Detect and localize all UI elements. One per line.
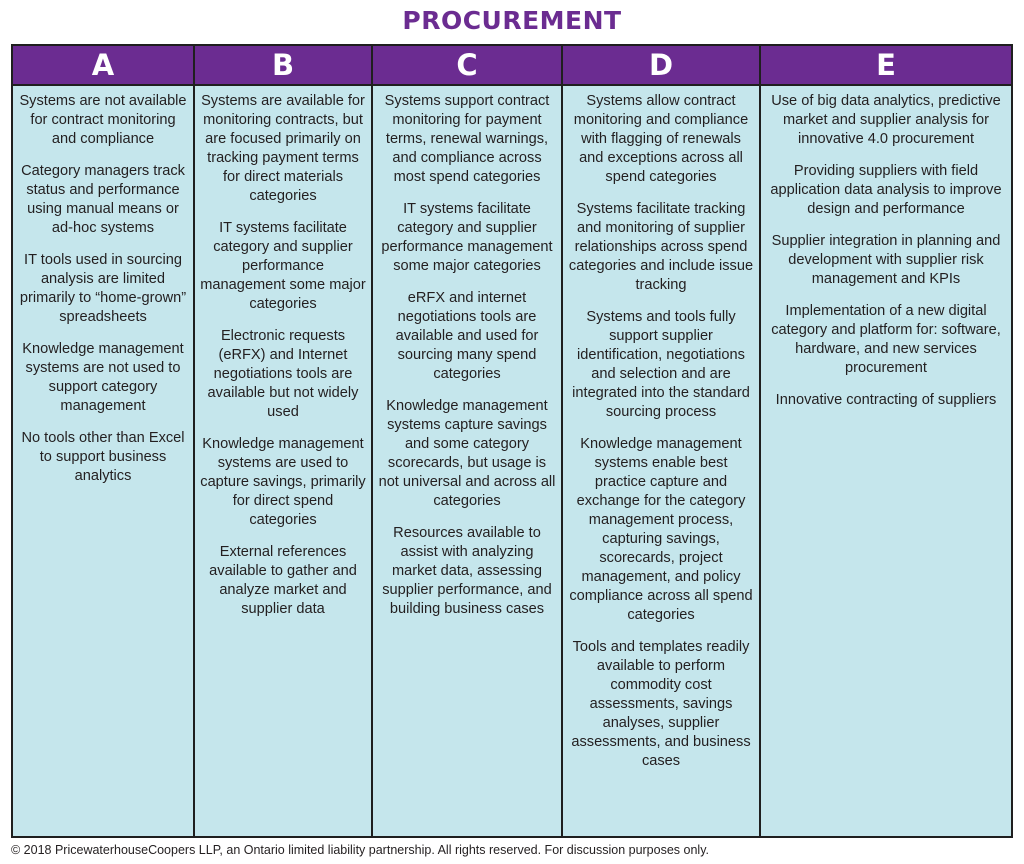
column-body-b: Systems are available for monitoring con… [195, 86, 371, 836]
cell-c-4: Knowledge management systems capture sav… [378, 398, 556, 509]
column-a: A Systems are not available for contract… [13, 46, 195, 836]
cell-a-4: Knowledge management systems are not use… [22, 341, 184, 414]
cell-d-3: Systems and tools fully support supplier… [572, 309, 750, 420]
cell-e-4: Implementation of a new digital category… [771, 303, 1001, 376]
column-body-e: Use of big data analytics, predictive ma… [761, 86, 1011, 836]
column-e: E Use of big data analytics, predictive … [761, 46, 1011, 836]
copyright-footer: © 2018 PricewaterhouseCoopers LLP, an On… [11, 843, 709, 857]
cell-a-2: Category managers track status and perfo… [21, 163, 185, 236]
column-header-d: D [563, 46, 759, 86]
cell-e-3: Supplier integration in planning and dev… [771, 233, 1001, 287]
column-header-c: C [373, 46, 561, 86]
column-body-d: Systems allow contract monitoring and co… [563, 86, 759, 836]
page-title: PROCUREMENT [402, 6, 622, 35]
cell-e-2: Providing suppliers with field applicati… [770, 163, 1002, 217]
column-header-e: E [761, 46, 1011, 86]
cell-a-5: No tools other than Excel to support bus… [21, 430, 185, 484]
cell-b-1: Systems are available for monitoring con… [201, 93, 365, 204]
column-d: D Systems allow contract monitoring and … [563, 46, 761, 836]
cell-d-1: Systems allow contract monitoring and co… [573, 93, 749, 185]
cell-b-2: IT systems facilitate category and suppl… [200, 220, 366, 312]
cell-b-3: Electronic requests (eRFX) and Internet … [207, 328, 359, 420]
column-header-b: B [195, 46, 371, 86]
cell-a-1: Systems are not available for contract m… [19, 93, 187, 147]
cell-b-4: Knowledge management systems are used to… [200, 436, 366, 528]
cell-c-2: IT systems facilitate category and suppl… [381, 201, 553, 274]
cell-b-5: External references available to gather … [209, 544, 357, 617]
cell-c-3: eRFX and internet negotiations tools are… [395, 290, 539, 382]
column-c: C Systems support contract monitoring fo… [373, 46, 563, 836]
cell-d-4: Knowledge management systems enable best… [569, 436, 753, 623]
cell-c-5: Resources available to assist with analy… [382, 525, 552, 617]
cell-d-5: Tools and templates readily available to… [571, 639, 751, 769]
column-body-a: Systems are not available for contract m… [13, 86, 193, 836]
cell-c-1: Systems support contract monitoring for … [384, 93, 550, 185]
column-b: B Systems are available for monitoring c… [195, 46, 373, 836]
procurement-table: A Systems are not available for contract… [11, 44, 1013, 838]
cell-a-3: IT tools used in sourcing analysis are l… [19, 252, 187, 325]
cell-e-1: Use of big data analytics, predictive ma… [771, 93, 1001, 147]
cell-d-2: Systems facilitate tracking and monitori… [568, 201, 754, 293]
column-header-a: A [13, 46, 193, 86]
column-body-c: Systems support contract monitoring for … [373, 86, 561, 836]
cell-e-5: Innovative contracting of suppliers [775, 392, 997, 408]
